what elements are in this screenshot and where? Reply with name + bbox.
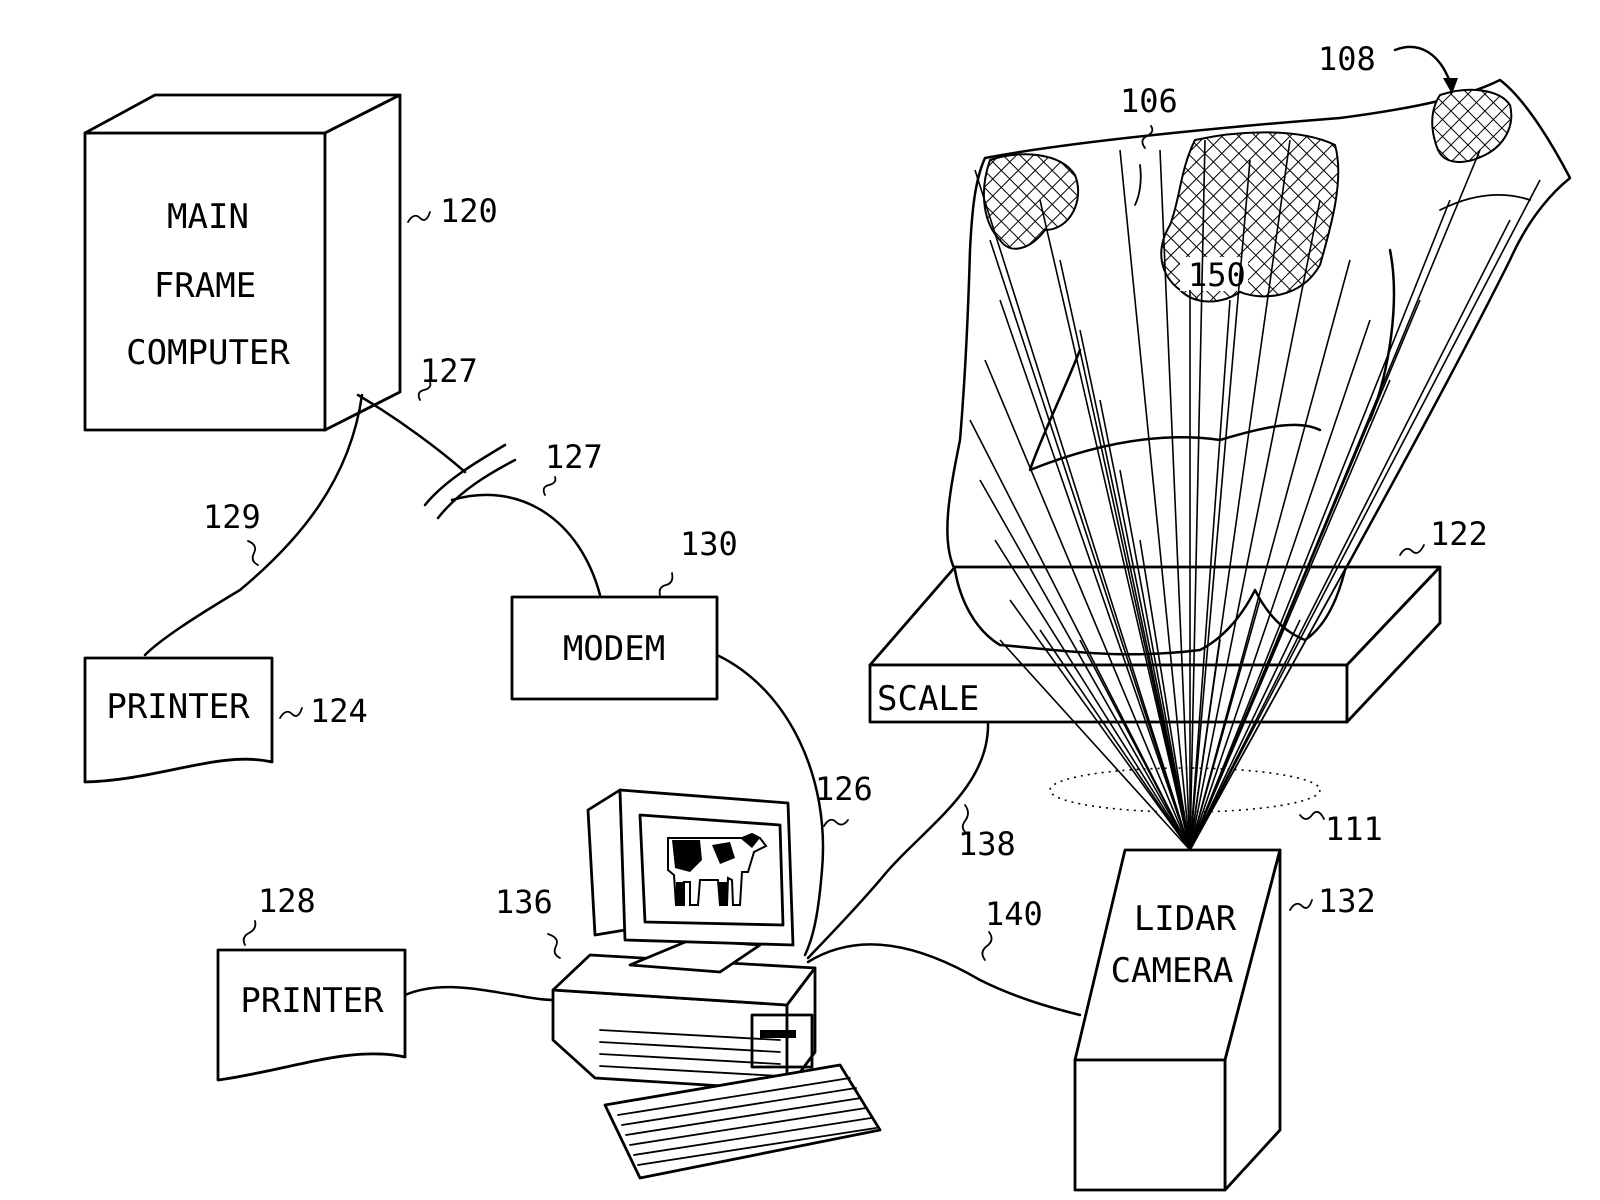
scale-label: SCALE	[877, 679, 979, 719]
ref-108: 108	[1318, 40, 1376, 78]
ref-128: 128	[258, 882, 316, 920]
printer-128-label: PRINTER	[240, 981, 384, 1021]
ref-127-top: 127	[420, 352, 478, 390]
ref-106: 106	[1120, 82, 1178, 120]
ref-132: 132	[1318, 882, 1376, 920]
cable-printer-128	[405, 987, 555, 1000]
ref-150: 150	[1188, 256, 1246, 294]
modem: MODEM 130	[512, 525, 738, 699]
ref-111: 111	[1325, 810, 1383, 848]
ref-138: 138	[958, 825, 1016, 863]
ref-122: 122	[1430, 515, 1488, 553]
lidar-label-line2: CAMERA	[1111, 951, 1234, 991]
modem-label: MODEM	[563, 629, 665, 669]
printer-128: PRINTER 128	[218, 882, 405, 1080]
printer-124-label: PRINTER	[106, 687, 250, 727]
ref-120: 120	[440, 192, 498, 230]
printer-124: PRINTER 124	[85, 658, 368, 782]
ref-127-bottom: 127	[545, 438, 603, 476]
ref-126: 126	[815, 770, 873, 808]
lidar-camera: LIDAR CAMERA 132	[1075, 850, 1376, 1190]
lidar-label-line1: LIDAR	[1134, 899, 1237, 939]
cable-129: 129	[145, 395, 362, 655]
ref-129: 129	[203, 498, 261, 536]
mainframe-label-line3: COMPUTER	[126, 333, 290, 373]
ref-140: 140	[985, 895, 1043, 933]
cable-140: 140	[808, 895, 1080, 1015]
scale-122: SCALE 122	[870, 515, 1488, 722]
mainframe-label-line2: FRAME	[154, 266, 256, 306]
ref-130: 130	[680, 525, 738, 563]
mainframe-label-line1: MAIN	[167, 197, 249, 237]
lidar-ray	[1040, 200, 1190, 850]
ref-124: 124	[310, 692, 368, 730]
ref-136: 136	[495, 883, 553, 921]
lidar-ray	[975, 170, 1190, 850]
arrow-108	[1395, 47, 1450, 82]
